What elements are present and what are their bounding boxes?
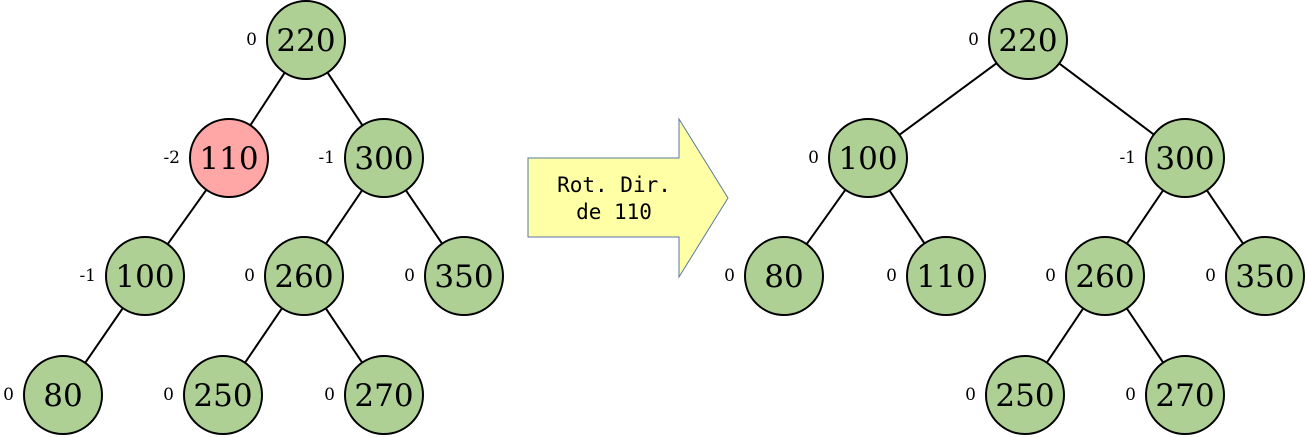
node-circle: [744, 236, 824, 316]
tree-node: 80 0: [3, 355, 103, 435]
tree-edge: [1058, 62, 1155, 136]
balance-factor: 0: [163, 385, 174, 405]
node-value: 260: [274, 259, 333, 295]
tree-node: 110 -2: [163, 118, 269, 198]
rotation-arrow-shape: [527, 117, 729, 279]
balance-factor: 0: [246, 30, 257, 50]
rotation-arrow: Rot. Dir. de 110: [527, 117, 729, 279]
tree-node: 100 0: [808, 118, 908, 198]
node-value: 80: [43, 378, 82, 414]
balance-factor: -1: [1119, 148, 1136, 168]
balance-factor: 0: [965, 385, 976, 405]
node-circle: [424, 236, 504, 316]
node-value: 100: [115, 259, 174, 295]
node-circle: [344, 118, 424, 198]
node-value: 220: [276, 23, 335, 59]
node-circle: [828, 118, 908, 198]
rotation-arrow-label-line2: de 110: [576, 200, 652, 224]
node-value: 80: [764, 259, 803, 295]
node-value: 350: [1235, 259, 1294, 295]
tree-edge: [324, 307, 364, 364]
node-circle: [264, 236, 344, 316]
node-value: 250: [995, 378, 1054, 414]
node-value: 100: [838, 141, 897, 177]
balance-factor: -1: [79, 266, 96, 286]
node-circle: [23, 355, 103, 435]
balance-factor: 0: [886, 266, 897, 286]
tree-edge: [1126, 189, 1164, 245]
tree-edge: [898, 62, 998, 136]
node-circle: [1145, 355, 1225, 435]
node-circle: [266, 0, 346, 80]
balance-factor: 0: [1045, 266, 1056, 286]
tree-edge: [888, 189, 926, 245]
node-circle: [906, 236, 986, 316]
node-value: 270: [1155, 378, 1214, 414]
balance-factor: -2: [163, 148, 180, 168]
tree-node: 260 0: [244, 236, 344, 316]
tree-node: 270 0: [1125, 355, 1225, 435]
tree-edge: [326, 71, 364, 127]
tree-node: 350 0: [1205, 236, 1305, 316]
node-circle: [344, 355, 424, 435]
rotation-arrow-label-line1: Rot. Dir.: [557, 173, 671, 197]
tree-edge: [166, 189, 208, 245]
tree-node: 250 0: [965, 355, 1065, 435]
tree-node: 350 0: [404, 236, 504, 316]
node-value: 270: [354, 378, 413, 414]
tree-node: 80 0: [724, 236, 824, 316]
tree-edge: [405, 189, 443, 245]
balance-factor: 0: [808, 148, 819, 168]
node-value: 260: [1075, 259, 1134, 295]
tree-edge: [84, 307, 124, 364]
balance-factor: 0: [724, 266, 735, 286]
balance-factor: 0: [3, 385, 14, 405]
node-value: 110: [916, 259, 975, 295]
balance-factor: 0: [404, 266, 415, 286]
node-value: 110: [199, 141, 258, 177]
tree-node: 270 0: [324, 355, 424, 435]
node-value: 220: [998, 23, 1057, 59]
tree-edge: [244, 307, 283, 364]
node-circle: [183, 355, 263, 435]
tree-node: 300 -1: [318, 118, 424, 198]
node-circle: [1145, 118, 1225, 198]
node-value: 300: [354, 141, 413, 177]
tree-edge: [805, 189, 847, 245]
tree-edge: [1045, 307, 1085, 364]
tree-node: 300 -1: [1119, 118, 1225, 198]
node-value: 350: [434, 259, 493, 295]
tree-edge: [249, 72, 286, 126]
node-value: 250: [193, 378, 252, 414]
node-circle: [1065, 236, 1145, 316]
edges-layer: [84, 62, 1244, 364]
node-circle: [988, 0, 1068, 80]
tree-node: 250 0: [163, 355, 263, 435]
node-value: 300: [1155, 141, 1214, 177]
balance-factor: 0: [324, 385, 335, 405]
tree-node: 110 0: [886, 236, 986, 316]
node-circle: [1225, 236, 1305, 316]
node-circle: [985, 355, 1065, 435]
balance-factor: -1: [318, 148, 335, 168]
tree-edge: [1125, 307, 1165, 364]
node-circle: [105, 236, 185, 316]
balance-factor: 0: [244, 266, 255, 286]
balance-factor: 0: [1205, 266, 1216, 286]
tree-node: 260 0: [1045, 236, 1145, 316]
tree-node: 100 -1: [79, 236, 185, 316]
tree-node: 220 0: [968, 0, 1068, 80]
balance-factor: 0: [968, 30, 979, 50]
tree-node: 220 0: [246, 0, 346, 80]
unbalanced-node-circle: [189, 118, 269, 198]
tree-edge: [1206, 189, 1244, 245]
balance-factor: 0: [1125, 385, 1136, 405]
tree-edge: [325, 189, 363, 245]
